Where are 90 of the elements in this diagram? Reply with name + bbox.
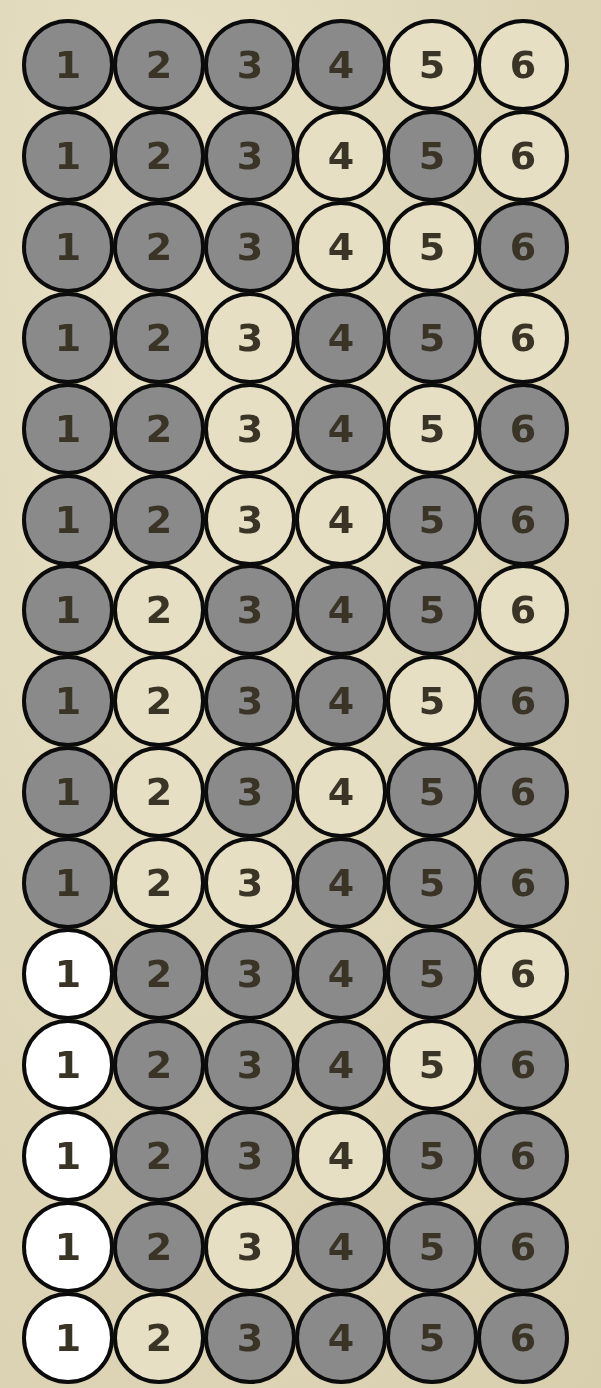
circle-number: 5 xyxy=(418,955,446,993)
circle-number: 1 xyxy=(54,1045,82,1084)
circle-number: 3 xyxy=(236,1045,264,1084)
circle-number: 2 xyxy=(145,409,173,448)
circle-number: 6 xyxy=(509,864,537,903)
circle-number: 5 xyxy=(418,318,446,357)
circle-number: 1 xyxy=(54,591,82,630)
circle-number: 1 xyxy=(54,773,82,812)
circle-number: 5 xyxy=(418,591,446,630)
circle-number: 2 xyxy=(145,773,173,812)
circle-number: 4 xyxy=(327,1045,355,1084)
circle-number: 3 xyxy=(236,682,264,721)
circle-number: 3 xyxy=(236,500,264,539)
circle-number: 5 xyxy=(418,1227,446,1266)
circle-number: 3 xyxy=(236,227,264,266)
circle-number: 5 xyxy=(418,1318,446,1357)
circle-number: 4 xyxy=(327,682,355,721)
circle-number: 5 xyxy=(418,682,446,721)
circle-number: 6 xyxy=(509,227,537,266)
circle-number: 5 xyxy=(418,500,446,539)
circle-number: 2 xyxy=(145,864,173,903)
circle-number: 3 xyxy=(236,1318,264,1357)
circle-number: 4 xyxy=(327,227,355,266)
circle-number: 6 xyxy=(509,773,537,812)
circle-number: 3 xyxy=(236,136,264,175)
circle-number: 4 xyxy=(327,500,355,539)
circle-number: 5 xyxy=(418,409,446,448)
circle-number: 2 xyxy=(145,1136,173,1175)
circle-number: 3 xyxy=(236,46,264,84)
circle-number: 6 xyxy=(509,318,537,357)
circle-number: 6 xyxy=(509,955,537,993)
circle-number: 1 xyxy=(54,955,82,993)
circle-number: 4 xyxy=(327,1136,355,1175)
circle-number: 2 xyxy=(145,46,173,84)
circle-number: 4 xyxy=(327,773,355,812)
circle-number: 3 xyxy=(236,318,264,357)
circle-number: 4 xyxy=(327,136,355,175)
circle-number: 4 xyxy=(327,1318,355,1357)
circle-number: 4 xyxy=(327,46,355,84)
circle-number: 4 xyxy=(327,591,355,630)
circle-number: 3 xyxy=(236,1136,264,1175)
circle-number: 5 xyxy=(418,227,446,266)
circle-number: 2 xyxy=(145,1318,173,1357)
circle-number: 2 xyxy=(145,227,173,266)
circle-number: 1 xyxy=(54,1227,82,1266)
circle-number: 4 xyxy=(327,1227,355,1266)
circle-number: 2 xyxy=(145,500,173,539)
circle-number: 1 xyxy=(54,500,82,539)
circle-number: 6 xyxy=(509,591,537,630)
circle-number: 1 xyxy=(54,409,82,448)
circle-number: 2 xyxy=(145,1227,173,1266)
circle-number: 2 xyxy=(145,136,173,175)
circle-number: 3 xyxy=(236,409,264,448)
circle-number: 6 xyxy=(509,409,537,448)
circle-number: 1 xyxy=(54,227,82,266)
circle-number: 4 xyxy=(327,864,355,903)
circle-number: 1 xyxy=(54,318,82,357)
circle-number: 2 xyxy=(145,591,173,630)
circle-number: 6 xyxy=(509,1227,537,1266)
circle-number: 1 xyxy=(54,136,82,175)
circle-number: 5 xyxy=(418,1045,446,1084)
circle-number: 2 xyxy=(145,682,173,721)
circle-number: 3 xyxy=(236,1227,264,1266)
circle-number: 4 xyxy=(327,409,355,448)
circle-number: 3 xyxy=(236,773,264,812)
circle-number: 1 xyxy=(54,1136,82,1175)
circle-number: 5 xyxy=(418,864,446,903)
circle-number: 2 xyxy=(145,1045,173,1084)
circle-number: 3 xyxy=(236,864,264,903)
circle-number: 3 xyxy=(236,955,264,993)
circle-number: 2 xyxy=(145,318,173,357)
circle-number: 6 xyxy=(509,46,537,84)
circle-number: 1 xyxy=(54,682,82,721)
circle-number: 6 xyxy=(509,1045,537,1084)
circle-number: 1 xyxy=(54,1318,82,1357)
circle-number: 3 xyxy=(236,591,264,630)
circle-number: 6 xyxy=(509,682,537,721)
circle-number: 6 xyxy=(509,500,537,539)
circle-number: 5 xyxy=(418,1136,446,1175)
circle-number: 6 xyxy=(509,1136,537,1175)
circle-number: 5 xyxy=(418,773,446,812)
circle-number: 6 xyxy=(509,1318,537,1357)
circle-number: 1 xyxy=(54,46,82,84)
circle-number: 5 xyxy=(418,136,446,175)
circle-number: 1 xyxy=(54,864,82,903)
circle-number: 4 xyxy=(327,955,355,993)
circle-number: 2 xyxy=(145,955,173,993)
circle-number: 6 xyxy=(509,136,537,175)
circle-number: 5 xyxy=(418,46,446,84)
circle-number: 4 xyxy=(327,318,355,357)
